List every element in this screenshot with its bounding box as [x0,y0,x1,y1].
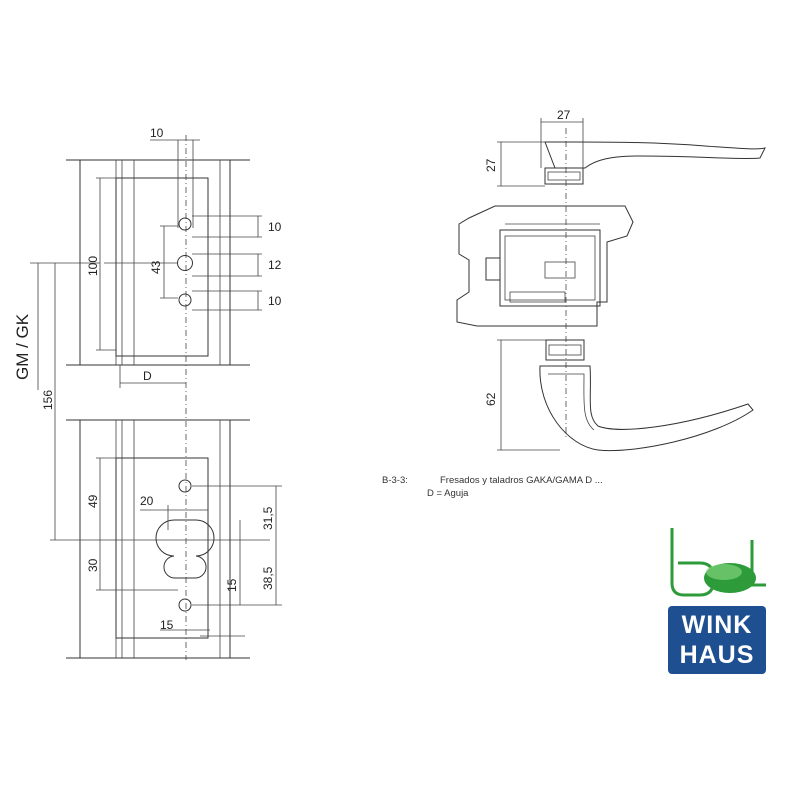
dim-31-5: 31,5 [261,506,275,530]
caption-line-2: D = Aguja [427,488,469,499]
dim-30: 30 [86,558,100,572]
caption-code: B-3-3: [382,475,408,486]
logo-text-haus: HAUS [679,641,755,669]
dim-10-a: 10 [268,220,282,234]
dim-38-5: 38,5 [261,566,275,590]
handle-section [456,118,766,452]
dim-12: 12 [268,258,282,272]
dim-d: D [143,369,152,383]
figure-caption: B-3-3: Fresados y taladros GAKA/GAMA D ..… [382,474,603,500]
dim-20: 20 [140,494,154,508]
logo-text-wink: WINK [681,611,753,639]
dim-10-b: 10 [268,294,282,308]
dim-156: 156 [41,390,55,410]
winkhaus-logo: WINK HAUS [668,606,766,674]
upper-plate [66,135,262,660]
series-label: GM / GK [13,313,32,380]
dim-15-h: 15 [160,618,174,632]
dim-27-width: 27 [557,108,571,122]
caption-line-1: Fresados y taladros GAKA/GAMA D ... [440,475,603,486]
dim-43: 43 [149,260,163,274]
dim-62: 62 [484,392,498,406]
bal-logo [670,528,766,597]
dim-49: 49 [86,494,100,508]
dim-15-v: 15 [225,578,239,592]
dim-100: 100 [86,256,100,276]
dimension-156 [30,262,270,541]
dim-27-height: 27 [484,158,498,172]
dim-10-top: 10 [150,126,164,140]
lower-plate [66,419,282,659]
